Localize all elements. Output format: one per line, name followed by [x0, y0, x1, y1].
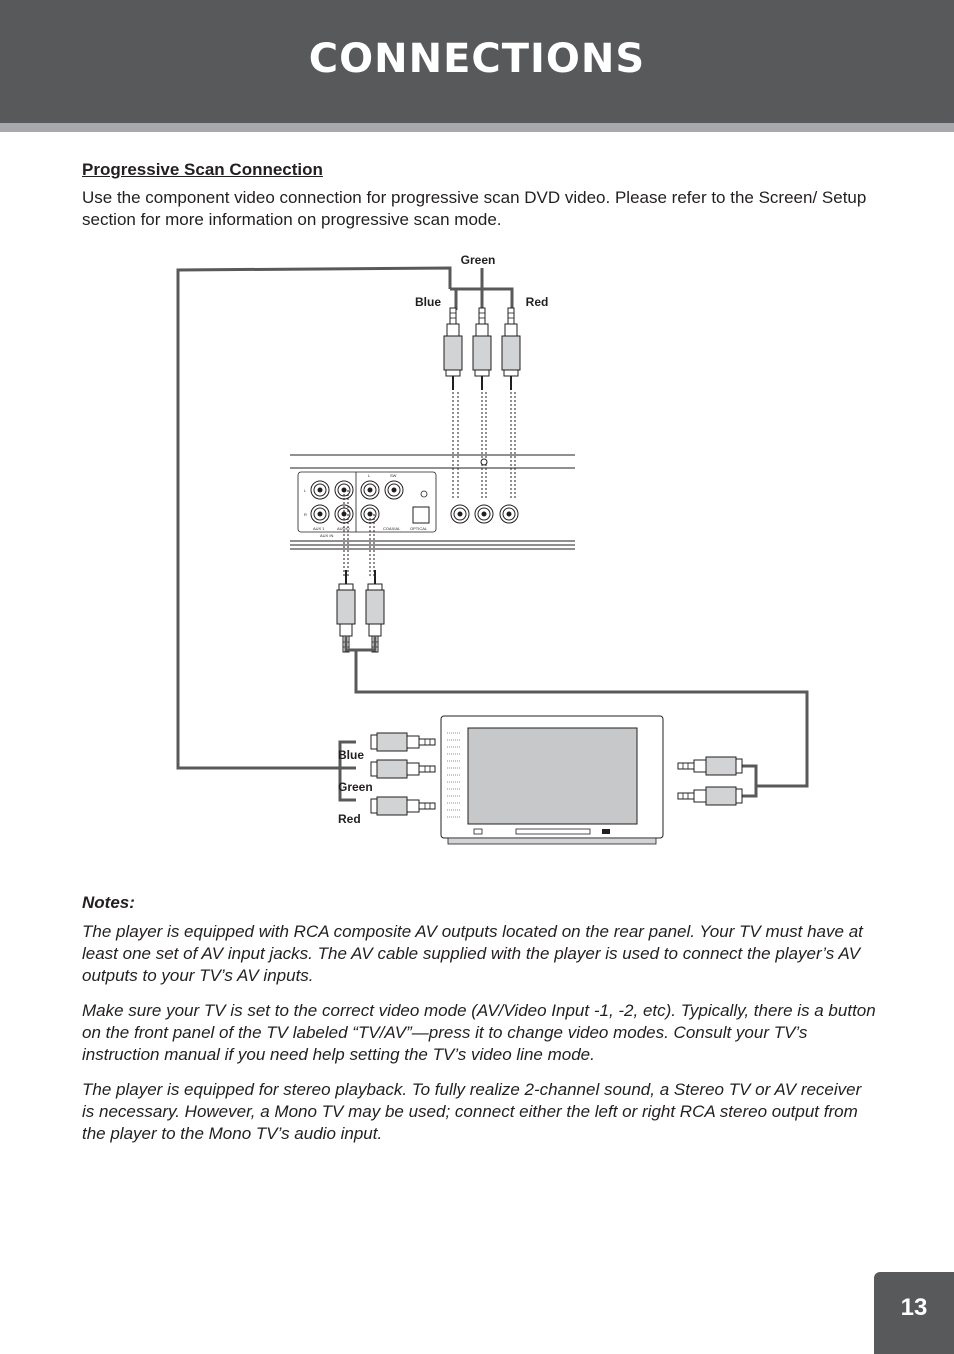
section-heading: Progressive Scan Connection — [82, 160, 323, 179]
panel-label-coaxial: COAXIAL — [383, 526, 401, 531]
red-plug-tv — [370, 796, 436, 816]
audio-cable — [344, 636, 809, 788]
panel-label-aux-in: AUX IN — [320, 533, 333, 538]
panel-label-l: L — [304, 488, 307, 493]
component-cable-loop — [176, 266, 452, 770]
page-number: 13 — [900, 1294, 928, 1321]
label-blue-tv: Blue — [338, 748, 364, 762]
player-rear-panel: L R L SW AUX 1 AUDIO AUX IN COAXIAL OPTI… — [290, 454, 575, 550]
panel-label-aux1: AUX 1 — [313, 526, 325, 531]
label-green-top: Green — [461, 253, 496, 267]
panel-label-sw: SW — [390, 473, 397, 478]
label-red-tv: Red — [338, 812, 361, 826]
panel-label-audio: AUDIO — [337, 526, 350, 531]
green-plug-top — [472, 307, 492, 391]
green-plug-tv — [370, 759, 436, 779]
television — [440, 715, 664, 845]
note-paragraph: The player is equipped for stereo playba… — [82, 1080, 862, 1143]
blue-plug-tv — [370, 732, 436, 752]
page-title: CONNECTIONS — [308, 36, 646, 82]
note-paragraph: Make sure your TV is set to the correct … — [82, 1001, 876, 1064]
page-number-tab: 13 — [874, 1272, 954, 1354]
panel-label-optical: OPTICAL — [410, 526, 428, 531]
connection-diagram: Green Blue Red L R L SW AUX 1 — [176, 253, 809, 845]
notes-heading: Notes: — [82, 893, 135, 912]
audio-plug-tv-lower — [677, 786, 743, 806]
panel-label-l2: L — [368, 473, 371, 478]
header-stripe — [0, 123, 954, 132]
note-paragraph: The player is equipped with RCA composit… — [82, 922, 863, 985]
label-green-tv: Green — [338, 780, 373, 794]
header-band — [0, 0, 954, 123]
audio-plug-tv-upper — [677, 756, 743, 776]
intro-paragraph: Use the component video connection for p… — [82, 188, 867, 229]
label-blue-top: Blue — [415, 295, 441, 309]
red-plug-top — [501, 307, 521, 391]
blue-plug-top — [443, 307, 463, 391]
label-red-top: Red — [526, 295, 549, 309]
panel-label-r: R — [304, 512, 307, 517]
